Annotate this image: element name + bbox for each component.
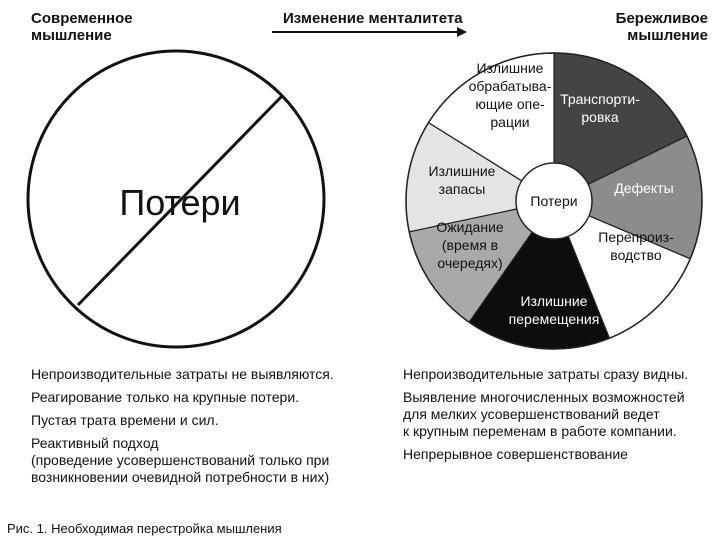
lean-thinking-item: Непрерывное совершенствование: [403, 446, 688, 463]
modern-thinking-item-line: (проведение усовершенствований только пр…: [31, 452, 330, 468]
modern-thinking-list: Непроизводительные затраты не выявляются…: [31, 366, 334, 492]
modern-thinking-item-line: Реагирование только на крупные потери.: [31, 389, 300, 405]
modern-thinking-item-line: Реактивный подход: [31, 435, 159, 451]
wheel-outline: [405, 52, 703, 350]
strike-line: [76, 93, 285, 307]
losses-circle: [26, 49, 326, 349]
lean-thinking-item-line: к крупным переменам в работе компании.: [403, 423, 677, 439]
modern-thinking-item: Пустая трата времени и сил.: [31, 412, 334, 429]
right-arrow-icon: [272, 27, 467, 37]
modern-thinking-item-line: Пустая трата времени и сил.: [31, 412, 219, 428]
lean-thinking-item-line: Выявление многочисленных возможностей: [403, 389, 685, 405]
figure-caption: Рис. 1. Необходимая перестройка мышления: [7, 521, 282, 536]
lean-thinking-list: Непроизводительные затраты сразу видны. В…: [403, 366, 688, 469]
modern-thinking-item: Реактивный подход(проведение усовершенст…: [31, 435, 334, 486]
lean-thinking-header: Бережливое мышление: [615, 10, 708, 44]
modern-thinking-header: Современное мышление: [31, 10, 133, 44]
wheel-center-label: Потери: [530, 193, 577, 209]
losses-label: Потери: [119, 182, 240, 223]
wheel-center: [515, 162, 593, 240]
modern-thinking-item-line: Непроизводительные затраты не выявляются…: [31, 366, 334, 382]
lean-thinking-item-line: Непроизводительные затраты сразу видны.: [403, 366, 689, 382]
mindset-change-header: Изменение менталитета: [283, 10, 463, 27]
modern-thinking-item-line: возникновении очевидной потребности в ни…: [31, 469, 330, 485]
wheel-segment-label: Транспорти-ровка: [560, 91, 640, 125]
waste-wheel: Транспорти-ровкаДефектыПерепроиз-водство…: [405, 52, 703, 350]
wheel-segment-label: Дефекты: [614, 180, 673, 196]
mindset-diagram: Потери Транспорти-ровкаДефектыПерепроиз-…: [26, 49, 703, 350]
lean-thinking-item-line: для мелких усовершенствований ведет: [403, 406, 660, 422]
wheel-segment-label: Перепроиз-водство: [598, 229, 674, 263]
modern-thinking-item: Реагирование только на крупные потери.: [31, 389, 334, 406]
lean-thinking-item-line: Непрерывное совершенствование: [403, 446, 628, 462]
lean-thinking-item: Непроизводительные затраты сразу видны.: [403, 366, 688, 383]
modern-thinking-item: Непроизводительные затраты не выявляются…: [31, 366, 334, 383]
